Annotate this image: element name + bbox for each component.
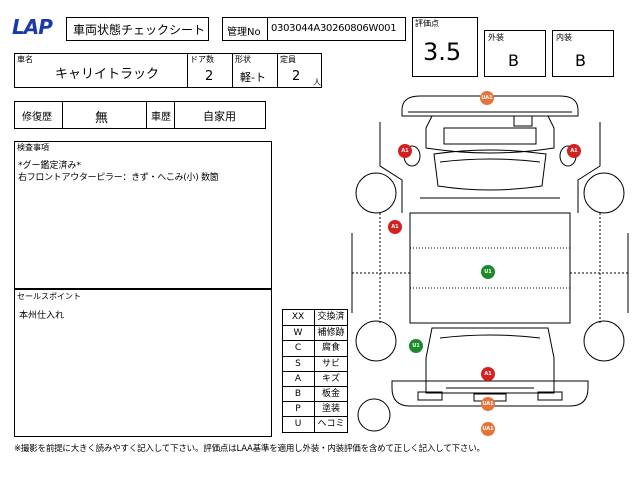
front-bumper [401, 95, 579, 117]
usage-label: 車歴 [151, 112, 171, 123]
damage-marker: A1 [481, 367, 495, 381]
score-label: 評価点 [415, 19, 439, 28]
damage-marker: U1 [481, 265, 495, 279]
left-cab-side [379, 122, 403, 213]
inspection-label: 検査事項 [17, 143, 49, 152]
interior-label: 内装 [556, 33, 572, 42]
front-grille [443, 127, 537, 145]
usage-value: 自家用 [203, 110, 236, 123]
repair-value: 無 [95, 111, 109, 126]
footer-note: ※撮影を前提に大きく読みやすく記入して下さい。評価点はLAA基準を適用し外装・内… [14, 444, 485, 454]
vehicle-name-label: 車名 [17, 55, 33, 64]
capacity-label: 定員 [280, 55, 296, 64]
doors-value: 2 [205, 69, 214, 84]
exterior-value: B [508, 51, 519, 70]
score-value: 3.5 [423, 38, 462, 66]
front-cab [425, 115, 555, 154]
rear-bumper [391, 380, 589, 407]
damage-marker: UA1 [481, 422, 495, 436]
cargo-bed [409, 212, 571, 324]
vehicle-diagram [351, 95, 629, 432]
spare-tire [357, 398, 391, 432]
exterior-label: 外装 [488, 33, 504, 42]
damage-marker: UA1 [480, 91, 494, 105]
interior-box: 内装 B [552, 30, 614, 77]
sales-text: 本州仕入れ [19, 311, 65, 321]
damage-marker: A1 [398, 144, 412, 158]
damage-marker: A1 [567, 144, 581, 158]
score-box: 評価点 3.5 [412, 17, 478, 77]
rear-body [425, 327, 555, 394]
sheet-title: 車両状態チェックシート [73, 23, 206, 37]
sheet-title-box: 車両状態チェックシート [66, 17, 209, 41]
vehicle-info-box: 車名 キャリイトラック ドア数 2 形状 軽-ト 定員 2 人 [14, 53, 322, 88]
management-no: 0303044A30260806W001 [271, 23, 397, 34]
management-box: 管理No 0303044A30260806W001 [222, 17, 406, 41]
repair-label: 修復歴 [22, 112, 52, 123]
damage-marker: UA1 [481, 397, 495, 411]
right-front-wheel [583, 172, 625, 214]
cab-roof [433, 149, 547, 191]
exterior-box: 外装 B [484, 30, 546, 77]
interior-value: B [575, 51, 586, 70]
inspection-line: *グー鑑定済み* [18, 161, 82, 171]
shape-label: 形状 [235, 55, 251, 64]
sales-box: セールスポイント 本州仕入れ [14, 289, 272, 437]
damage-marker: A1 [388, 220, 402, 234]
damage-marker: U1 [409, 339, 423, 353]
right-cab-side [577, 122, 601, 213]
management-label: 管理No [227, 27, 261, 38]
left-rear-wheel [355, 320, 397, 362]
shape-value: 軽-ト [240, 71, 266, 84]
vehicle-name: キャリイトラック [55, 67, 160, 82]
capacity-unit: 人 [313, 78, 321, 87]
inspection-box: 検査事項 *グー鑑定済み* 右フロントアウターピラー：きず・へこみ(小) 数箇 [14, 141, 272, 289]
left-front-wheel [355, 172, 397, 214]
capacity-value: 2 [292, 69, 301, 84]
sales-label: セールスポイント [17, 292, 81, 301]
inspection-line: 右フロントアウターピラー：きず・へこみ(小) 数箇 [18, 173, 219, 183]
right-rear-wheel [583, 320, 625, 362]
history-box: 修復歴 無 車歴 自家用 [14, 101, 266, 129]
doors-label: ドア数 [190, 55, 214, 64]
lap-logo: LAP [12, 15, 53, 39]
